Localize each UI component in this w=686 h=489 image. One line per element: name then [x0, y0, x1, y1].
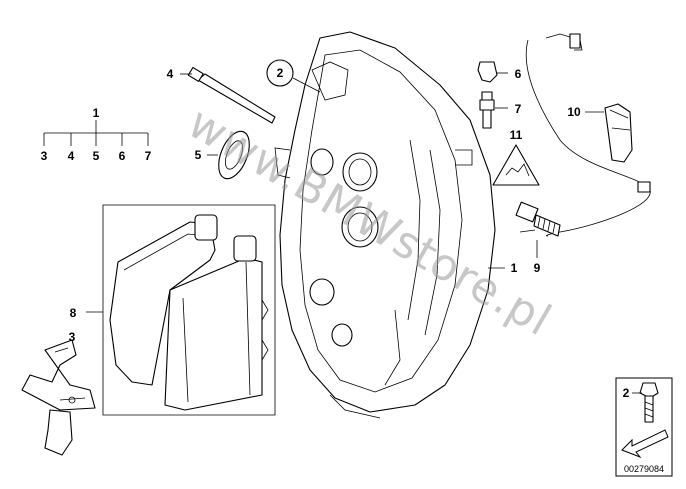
- mounting-bolt-box: [615, 377, 673, 477]
- callout-10: 10: [567, 105, 581, 119]
- brake-pads-box: [86, 204, 276, 416]
- anti-rattle-clip: [21, 339, 96, 456]
- wear-sensor: [515, 33, 651, 237]
- callout-4: 4: [167, 67, 174, 81]
- seal-ring: [207, 130, 250, 180]
- callout-11: 11: [510, 128, 523, 142]
- bleeder-screw: [479, 91, 508, 129]
- warning-triangle: [492, 144, 540, 186]
- callout-4-row: 4: [68, 149, 75, 163]
- callout-3: 3: [69, 330, 76, 344]
- callout-3-row: 3: [41, 149, 48, 163]
- brake-caliper: [274, 31, 496, 419]
- guide-pin: [180, 66, 276, 124]
- diagram-number: 00279084: [624, 464, 664, 474]
- callout-1-caliper: 1: [511, 261, 518, 275]
- callout-5: 5: [195, 148, 202, 162]
- callout-1-top: 1: [93, 106, 100, 120]
- callout-6: 6: [515, 67, 522, 81]
- bleeder-cap: [477, 61, 508, 83]
- sensor-clip: [585, 103, 633, 163]
- callout-7: 7: [515, 102, 522, 116]
- callout-5-row: 5: [93, 149, 100, 163]
- callout-6-row: 6: [119, 149, 126, 163]
- callout-7-row: 7: [145, 149, 152, 163]
- callout-tree: [43, 120, 149, 146]
- callout-8: 8: [70, 306, 77, 320]
- callout-9: 9: [534, 261, 541, 275]
- callout-2-circle: [266, 59, 321, 93]
- callout-2-bolt: 2: [623, 386, 630, 400]
- callout-2: 2: [277, 66, 284, 80]
